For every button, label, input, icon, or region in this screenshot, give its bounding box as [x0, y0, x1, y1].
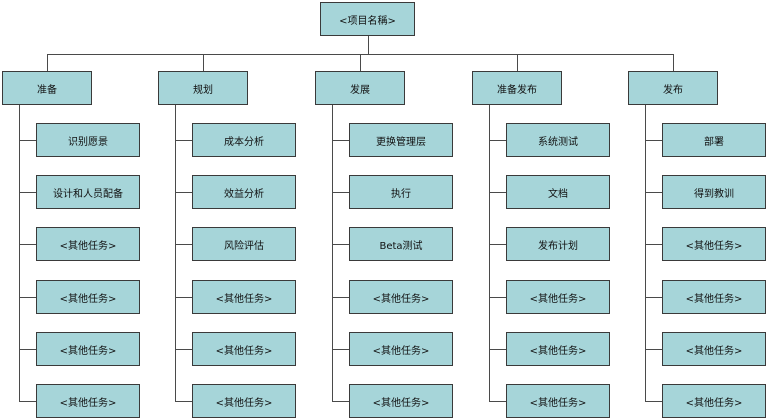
task-branch-line [332, 140, 349, 141]
task-branch-line [645, 349, 662, 350]
task-branch-line [645, 297, 662, 298]
task-node[interactable]: 发布计划 [506, 227, 610, 261]
task-node[interactable]: <其他任务> [349, 332, 453, 366]
task-node[interactable]: <其他任务> [506, 384, 610, 418]
project-root-node[interactable]: <项目名稱> [320, 2, 415, 36]
task-spine-line [332, 105, 333, 402]
task-node[interactable]: 系统测试 [506, 123, 610, 157]
task-branch-line [489, 192, 506, 193]
task-node[interactable]: <其他任务> [349, 384, 453, 418]
task-node[interactable]: 执行 [349, 175, 453, 209]
phase-node[interactable]: 发布 [628, 71, 718, 105]
task-node[interactable]: 文档 [506, 175, 610, 209]
task-node[interactable]: 更换管理层 [349, 123, 453, 157]
task-branch-line [489, 244, 506, 245]
phase-connector [47, 54, 48, 71]
phase-connector [517, 54, 518, 71]
task-node[interactable]: <其他任务> [506, 280, 610, 314]
task-node[interactable]: 得到教训 [662, 175, 766, 209]
task-branch-line [489, 401, 506, 402]
task-branch-line [19, 192, 36, 193]
task-node[interactable]: <其他任务> [36, 227, 140, 261]
task-spine-line [19, 105, 20, 402]
task-branch-line [19, 297, 36, 298]
phase-bus-line [47, 54, 674, 55]
task-branch-line [645, 401, 662, 402]
task-branch-line [175, 401, 192, 402]
task-branch-line [19, 244, 36, 245]
task-branch-line [645, 244, 662, 245]
task-branch-line [645, 140, 662, 141]
task-branch-line [332, 192, 349, 193]
phase-connector [360, 54, 361, 71]
task-branch-line [175, 349, 192, 350]
task-node[interactable]: Beta测试 [349, 227, 453, 261]
task-node[interactable]: <其他任务> [36, 384, 140, 418]
phase-connector [203, 54, 204, 71]
task-branch-line [489, 140, 506, 141]
task-node[interactable]: <其他任务> [192, 280, 296, 314]
task-branch-line [489, 297, 506, 298]
task-node[interactable]: <其他任务> [349, 280, 453, 314]
phase-node[interactable]: 规划 [158, 71, 248, 105]
task-node[interactable]: <其他任务> [36, 332, 140, 366]
task-spine-line [645, 105, 646, 402]
task-branch-line [645, 192, 662, 193]
task-node[interactable]: <其他任务> [662, 384, 766, 418]
task-node[interactable]: <其他任务> [506, 332, 610, 366]
task-branch-line [19, 401, 36, 402]
task-spine-line [175, 105, 176, 402]
task-node[interactable]: <其他任务> [192, 384, 296, 418]
task-node[interactable]: <其他任务> [662, 280, 766, 314]
task-node[interactable]: <其他任务> [662, 332, 766, 366]
task-node[interactable]: 效益分析 [192, 175, 296, 209]
task-branch-line [332, 401, 349, 402]
task-node[interactable]: <其他任务> [662, 227, 766, 261]
task-branch-line [19, 140, 36, 141]
phase-connector [673, 54, 674, 71]
task-branch-line [332, 349, 349, 350]
task-branch-line [175, 140, 192, 141]
task-branch-line [175, 192, 192, 193]
phase-node[interactable]: 准备发布 [472, 71, 562, 105]
task-spine-line [489, 105, 490, 402]
task-node[interactable]: 识别愿景 [36, 123, 140, 157]
task-node[interactable]: 风险评估 [192, 227, 296, 261]
task-branch-line [175, 244, 192, 245]
phase-node[interactable]: 准备 [2, 71, 92, 105]
task-branch-line [332, 244, 349, 245]
task-node[interactable]: <其他任务> [36, 280, 140, 314]
task-node[interactable]: <其他任务> [192, 332, 296, 366]
root-connector [368, 36, 369, 54]
task-node[interactable]: 成本分析 [192, 123, 296, 157]
task-node[interactable]: 设计和人员配备 [36, 175, 140, 209]
task-branch-line [19, 349, 36, 350]
phase-node[interactable]: 发展 [315, 71, 405, 105]
task-branch-line [332, 297, 349, 298]
task-branch-line [175, 297, 192, 298]
task-branch-line [489, 349, 506, 350]
task-node[interactable]: 部署 [662, 123, 766, 157]
